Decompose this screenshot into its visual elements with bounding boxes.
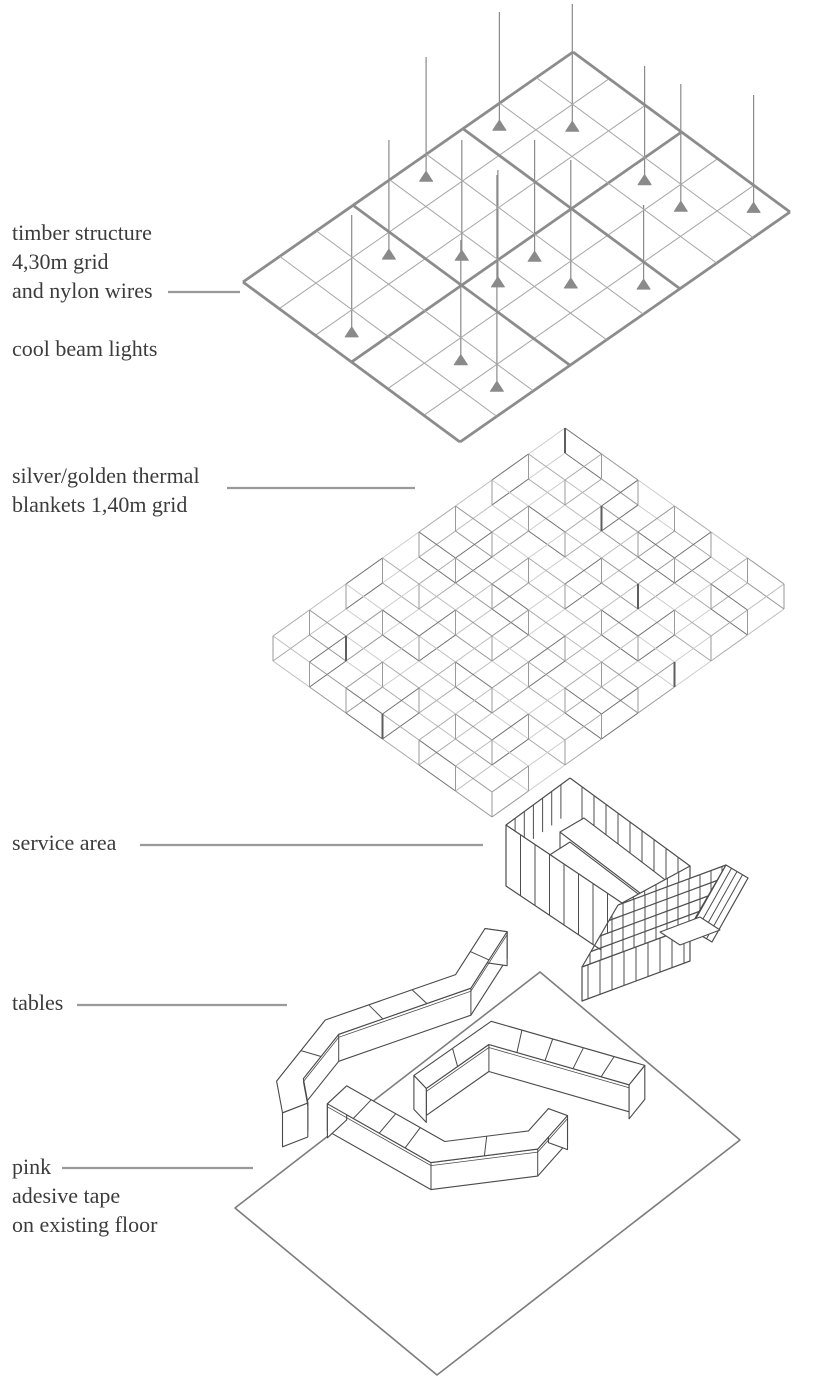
label-line: service area: [12, 830, 117, 855]
label-line: on existing floor: [12, 1212, 158, 1237]
label-line: silver/golden thermal: [12, 463, 200, 488]
label-line: adesive tape: [12, 1183, 121, 1208]
timber-grid: [242, 50, 791, 444]
label-tables: tables: [12, 988, 63, 1017]
label-thermal-blankets: silver/golden thermal blankets 1,40m grid: [12, 461, 200, 519]
label-line: timber structure: [12, 220, 152, 245]
label-line: cool beam lights: [12, 336, 158, 361]
label-line: blankets 1,40m grid: [12, 492, 188, 517]
table-runs: [276, 928, 646, 1191]
label-cool-beam-lights: cool beam lights: [12, 334, 157, 363]
label-line: and nylon wires: [12, 278, 153, 303]
thermal-blanket-lattice: [272, 427, 785, 818]
label-pink-tape: pink adesive tape on existing floor: [12, 1152, 157, 1239]
nylon-wires: [344, 4, 761, 392]
leader-lines: [62, 290, 483, 1170]
label-line: 4,30m grid: [12, 249, 109, 274]
service-area-structure: [505, 777, 749, 1002]
label-timber-structure: timber structure 4,30m grid and nylon wire…: [12, 218, 153, 305]
label-line: pink: [12, 1154, 52, 1179]
label-line: tables: [12, 990, 64, 1015]
label-service-area: service area: [12, 828, 116, 857]
